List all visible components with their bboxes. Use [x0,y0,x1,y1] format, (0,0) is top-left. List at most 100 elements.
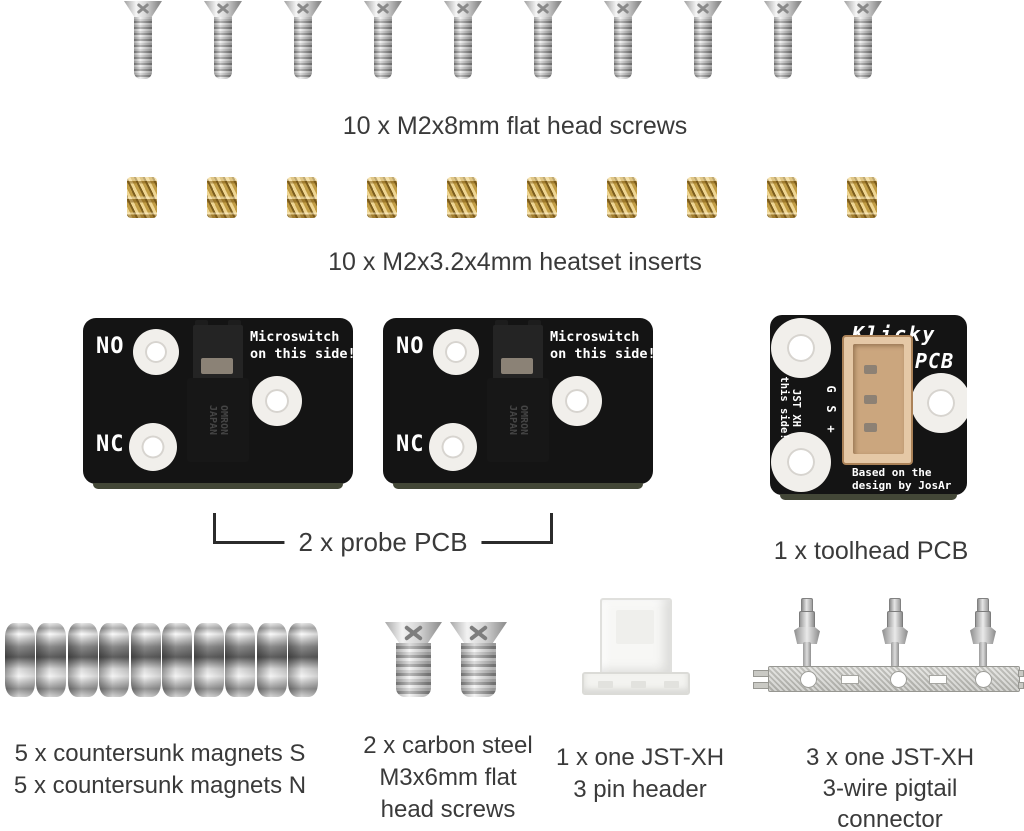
mount-pad [771,318,831,378]
mount-pad [433,329,479,375]
jst-side-note: JST XH this side! [778,376,802,440]
screw-head [604,1,642,18]
screw-shaft [134,17,152,79]
header-housing [600,598,672,676]
crimp-terminal [794,598,820,668]
m2-flat-head-screw [364,1,402,81]
heatset-insert [367,177,397,218]
screw-shaft [294,17,312,79]
strip-cutout [929,675,947,684]
screw-shaft [396,643,431,697]
heatset-insert [287,177,317,218]
screw-head [204,1,242,18]
strip-prong [753,682,769,689]
screw-shaft [214,17,232,79]
pin-labels: G S + [824,385,838,433]
nc-label: NC [96,432,125,457]
heatset-insert [767,177,797,218]
screw-head [124,1,162,18]
omron-marking: OMRON JAPAN [507,404,529,436]
probe-pcb: NO NC Microswitch on this side! OMRON JA… [83,318,356,489]
screw-shaft [461,643,496,697]
no-label: NO [396,334,425,359]
mount-pad [252,376,302,426]
heatset-insert [847,177,877,218]
mount-pad [133,329,179,375]
screw-head [364,1,402,18]
probe-pcb: NO NC Microswitch on this side! OMRON JA… [383,318,656,489]
screw-shaft [774,17,792,79]
connector-pin [864,365,877,374]
microswitch-plunger [501,358,533,374]
countersunk-magnet [99,623,130,697]
jst-xh-connector [842,335,913,465]
mount-pad [552,376,602,426]
m3-flat-head-screw [385,622,442,697]
carbon-screws-row [385,622,507,697]
microswitch-plunger [201,358,233,374]
heatset-insert [447,177,477,218]
strip-prong [753,670,769,677]
screw-shaft [374,17,392,79]
countersunk-magnet [256,623,287,697]
mount-pad [429,423,477,471]
toolhead-caption: 1 x toolhead PCB [773,537,969,565]
heatset-insert [207,177,237,218]
screw-head [764,1,802,18]
countersunk-magnet [36,623,67,697]
screw-head [385,622,442,644]
screws-caption: 10 x M2x8mm flat head screws [342,112,688,140]
toolhead-pcb: Klicky PCB G S + JST XH this side! Based… [770,315,967,500]
countersunk-magnet [287,623,318,697]
pcb-side-edge [93,483,343,489]
pigtail-caption: 3 x one JST-XH 3-wire pigtail connector [805,744,975,831]
design-credit: Based on the design by JosAr [852,466,952,492]
countersunk-magnet [225,623,256,697]
countersunk-magnet [67,623,98,697]
probe-pcb-caption: 2 x probe PCB [284,527,482,558]
m2-flat-head-screw [124,1,162,81]
countersunk-magnet [193,623,224,697]
mount-pad [771,432,831,492]
screw-head [284,1,322,18]
connector-pin [864,395,877,404]
strip-prong [1018,670,1024,677]
jst-caption: 1 x one JST-XH 3 pin header [555,744,725,803]
m3-flat-head-screw [450,622,507,697]
strip-cutout [841,675,859,684]
crimp-terminals-row [794,598,996,668]
header-base [582,672,690,695]
crimp-terminal [970,598,996,668]
m2-flat-head-screw [284,1,322,81]
heatset-insert [687,177,717,218]
mount-pad [911,373,967,433]
screw-head [684,1,722,18]
heatset-insert [607,177,637,218]
microswitch-note: Microswitch on this side! [250,329,356,362]
magnets-row [5,623,318,697]
m2-flat-head-screw [764,1,802,81]
countersunk-magnet [162,623,193,697]
screw-shaft [614,17,632,79]
heatset-inserts-row [127,177,877,218]
m2-flat-head-screw [684,1,722,81]
carbon-caption: 2 x carbon steel M3x6mm flat head screws [363,732,533,823]
microswitch: OMRON JAPAN [487,320,549,462]
m2-flat-head-screw [524,1,562,81]
connector-pin [864,423,877,432]
m2-screws-row [124,1,882,81]
inserts-caption: 10 x M2x3.2x4mm heatset inserts [328,248,702,276]
carrier-strip [768,666,1020,692]
nc-label: NC [396,432,425,457]
pcb-logo: PCB [915,349,955,373]
probe-pcb-bracket: 2 x probe PCB [213,513,553,558]
screw-head [844,1,882,18]
heatset-insert [527,177,557,218]
m2-flat-head-screw [204,1,242,81]
strip-hole [890,671,907,688]
strip-hole [800,671,817,688]
probe-pcbs-row: NO NC Microswitch on this side! OMRON JA… [83,318,656,489]
microswitch: OMRON JAPAN [187,320,249,462]
screw-shaft [454,17,472,79]
